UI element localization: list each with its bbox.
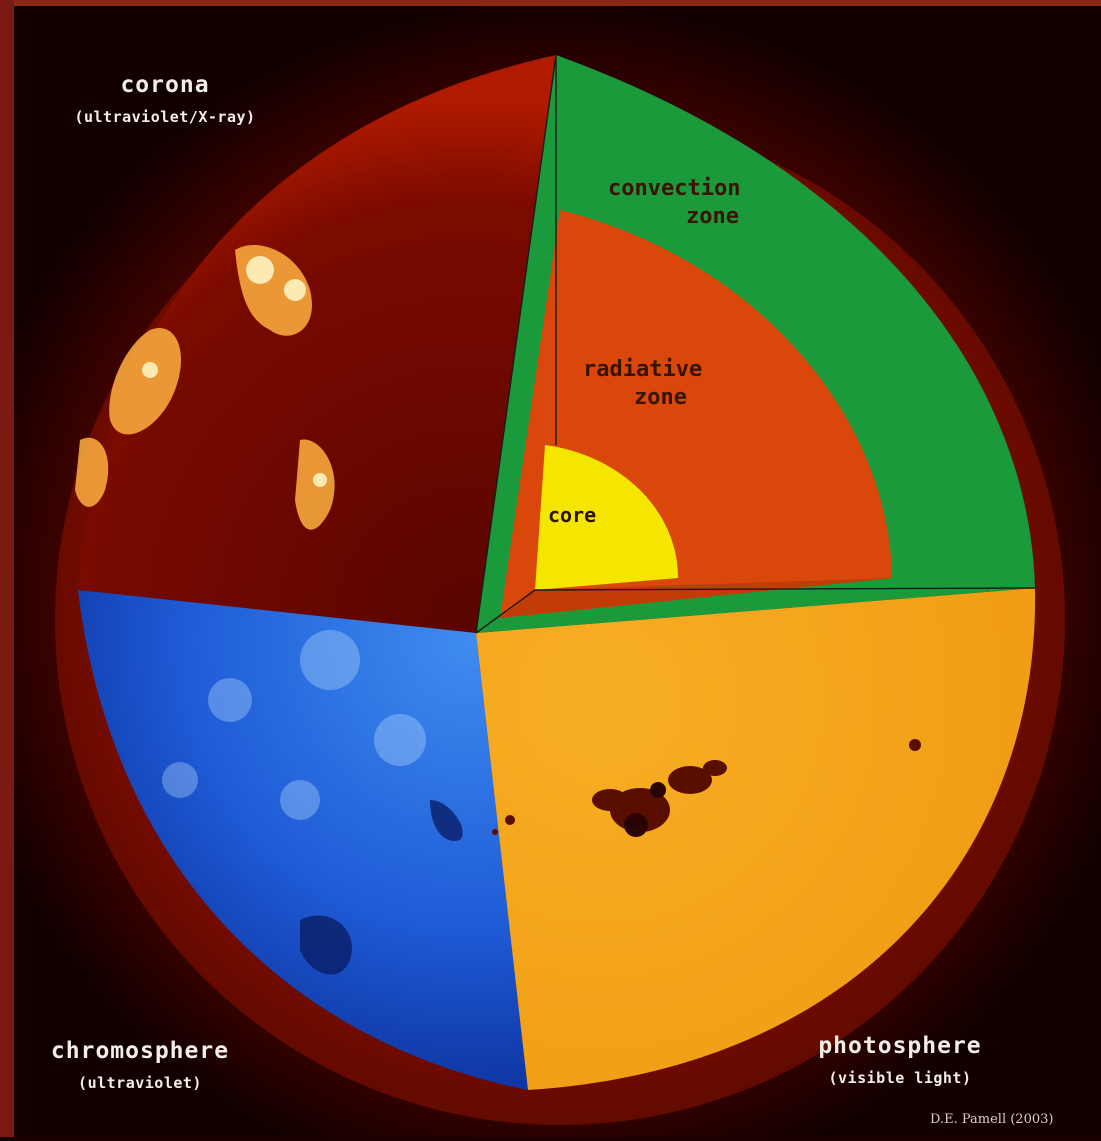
label-chromosphere: chromosphere (50, 1038, 230, 1064)
corona-quadrant (78, 55, 556, 633)
top-border (0, 0, 1101, 6)
label-corona-sub: (ultraviolet/X-ray) (74, 108, 256, 126)
left-edge-strip (0, 0, 14, 1137)
corona-bright-spots (142, 256, 327, 487)
chromosphere-dark-filaments (300, 800, 463, 975)
core (535, 445, 678, 590)
label-chromosphere-sub: (ultraviolet) (78, 1074, 202, 1092)
sunspot-group (492, 739, 921, 837)
radiative-floor-facet (500, 578, 892, 618)
chromosphere-quadrant (78, 590, 528, 1090)
label-photosphere: photosphere (818, 1033, 982, 1059)
label-convection-zone-line1: convection (608, 176, 741, 201)
chromosphere-texture (162, 630, 426, 820)
credit-text: D.E. Pamell (2003) (930, 1112, 1054, 1127)
label-radiative-zone-line1: radiative (583, 357, 703, 382)
label-radiative-zone-line2: zone (634, 385, 687, 410)
label-convection-zone-line2: zone (686, 204, 739, 229)
photosphere-quadrant (476, 588, 1036, 1090)
label-core: core (548, 503, 597, 527)
cutaway-edges (475, 54, 1036, 634)
label-photosphere-sub: (visible light) (828, 1069, 972, 1087)
label-corona: corona (120, 72, 210, 98)
